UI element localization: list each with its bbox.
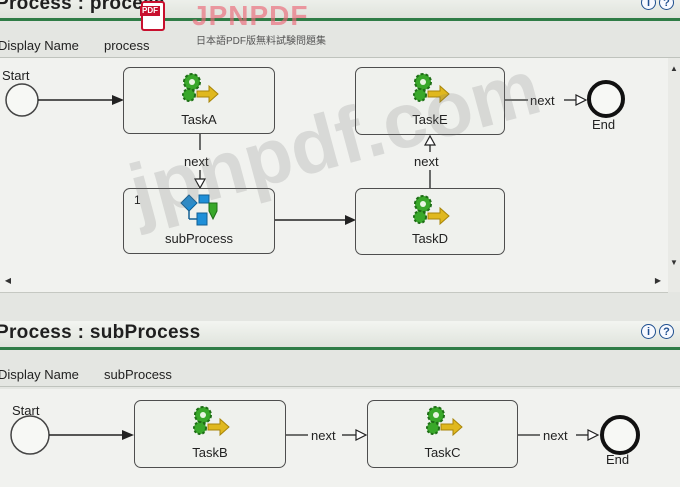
flow-label-a-sub[interactable]: next <box>184 154 209 169</box>
start-event[interactable] <box>10 415 50 455</box>
task-d-label: TaskD <box>411 231 449 246</box>
flow-label-b-c[interactable]: next <box>311 428 336 443</box>
task-gear-icon <box>182 73 219 104</box>
start-label: Start <box>2 68 30 83</box>
process-header: Process : process i ? <box>0 0 680 21</box>
task-gear-icon <box>425 406 463 437</box>
jpnpdf-logo: PDF JPNPDF 日本語PDF版無料試験問題集 <box>140 0 350 47</box>
pdf-badge-icon <box>140 1 165 31</box>
process-canvas[interactable] <box>0 58 668 293</box>
subprocess-icon <box>180 194 218 226</box>
end-event[interactable] <box>587 80 625 118</box>
help-icon[interactable]: ? <box>659 0 674 10</box>
subprocess-canvas[interactable] <box>0 389 680 487</box>
task-b[interactable]: TaskB <box>134 400 286 468</box>
scroll-left-icon[interactable]: ◀ <box>4 276 12 285</box>
display-name-value[interactable]: process <box>104 38 150 53</box>
task-gear-icon <box>193 406 230 437</box>
logo-brand: JPNPDF <box>192 0 309 31</box>
display-name-value[interactable]: subProcess <box>104 367 172 382</box>
task-gear-icon <box>413 73 450 104</box>
subprocess-task[interactable]: 1 subProcess <box>123 188 275 254</box>
flow-label-e-end[interactable]: next <box>530 93 555 108</box>
pdf-badge-text: PDF <box>142 6 158 15</box>
subprocess-index: 1 <box>134 193 141 207</box>
subprocess-title: Process : subProcess <box>0 322 201 343</box>
display-name-label: Display Name <box>0 367 79 382</box>
task-d[interactable]: TaskD <box>355 188 505 255</box>
header-icons: i ? <box>641 324 674 339</box>
task-b-label: TaskB <box>192 445 228 460</box>
task-e-label: TaskE <box>412 112 448 127</box>
task-a[interactable]: TaskA <box>123 67 275 134</box>
info-icon[interactable]: i <box>641 324 656 339</box>
end-event[interactable] <box>600 415 640 455</box>
header-icons: i ? <box>641 0 674 10</box>
display-name-row: Display Name subProcess <box>0 364 680 387</box>
process-title: Process : process <box>0 0 165 14</box>
task-gear-icon <box>413 195 450 226</box>
info-icon[interactable]: i <box>641 0 656 10</box>
scroll-down-icon[interactable]: ▼ <box>670 258 678 267</box>
task-c[interactable]: TaskC <box>367 400 518 468</box>
subprocess-label: subProcess <box>165 231 233 246</box>
help-icon[interactable]: ? <box>659 324 674 339</box>
start-label: Start <box>12 403 40 418</box>
scroll-right-icon[interactable]: ▶ <box>654 276 662 285</box>
subprocess-header: Process : subProcess i ? <box>0 321 680 350</box>
flow-label-d-e[interactable]: next <box>414 154 439 169</box>
end-label: End <box>606 452 630 467</box>
scroll-up-icon[interactable]: ▲ <box>670 64 678 73</box>
display-name-row: Display Name process <box>0 35 680 58</box>
task-e[interactable]: TaskE <box>355 67 505 135</box>
logo-tagline: 日本語PDF版無料試験問題集 <box>196 36 326 47</box>
display-name-label: Display Name <box>0 38 79 53</box>
task-c-label: TaskC <box>424 445 461 460</box>
task-a-label: TaskA <box>181 112 217 127</box>
vertical-scrollbar[interactable]: ▲ ▼ <box>668 58 680 292</box>
flow-label-c-end[interactable]: next <box>543 428 568 443</box>
end-label: End <box>592 117 616 132</box>
